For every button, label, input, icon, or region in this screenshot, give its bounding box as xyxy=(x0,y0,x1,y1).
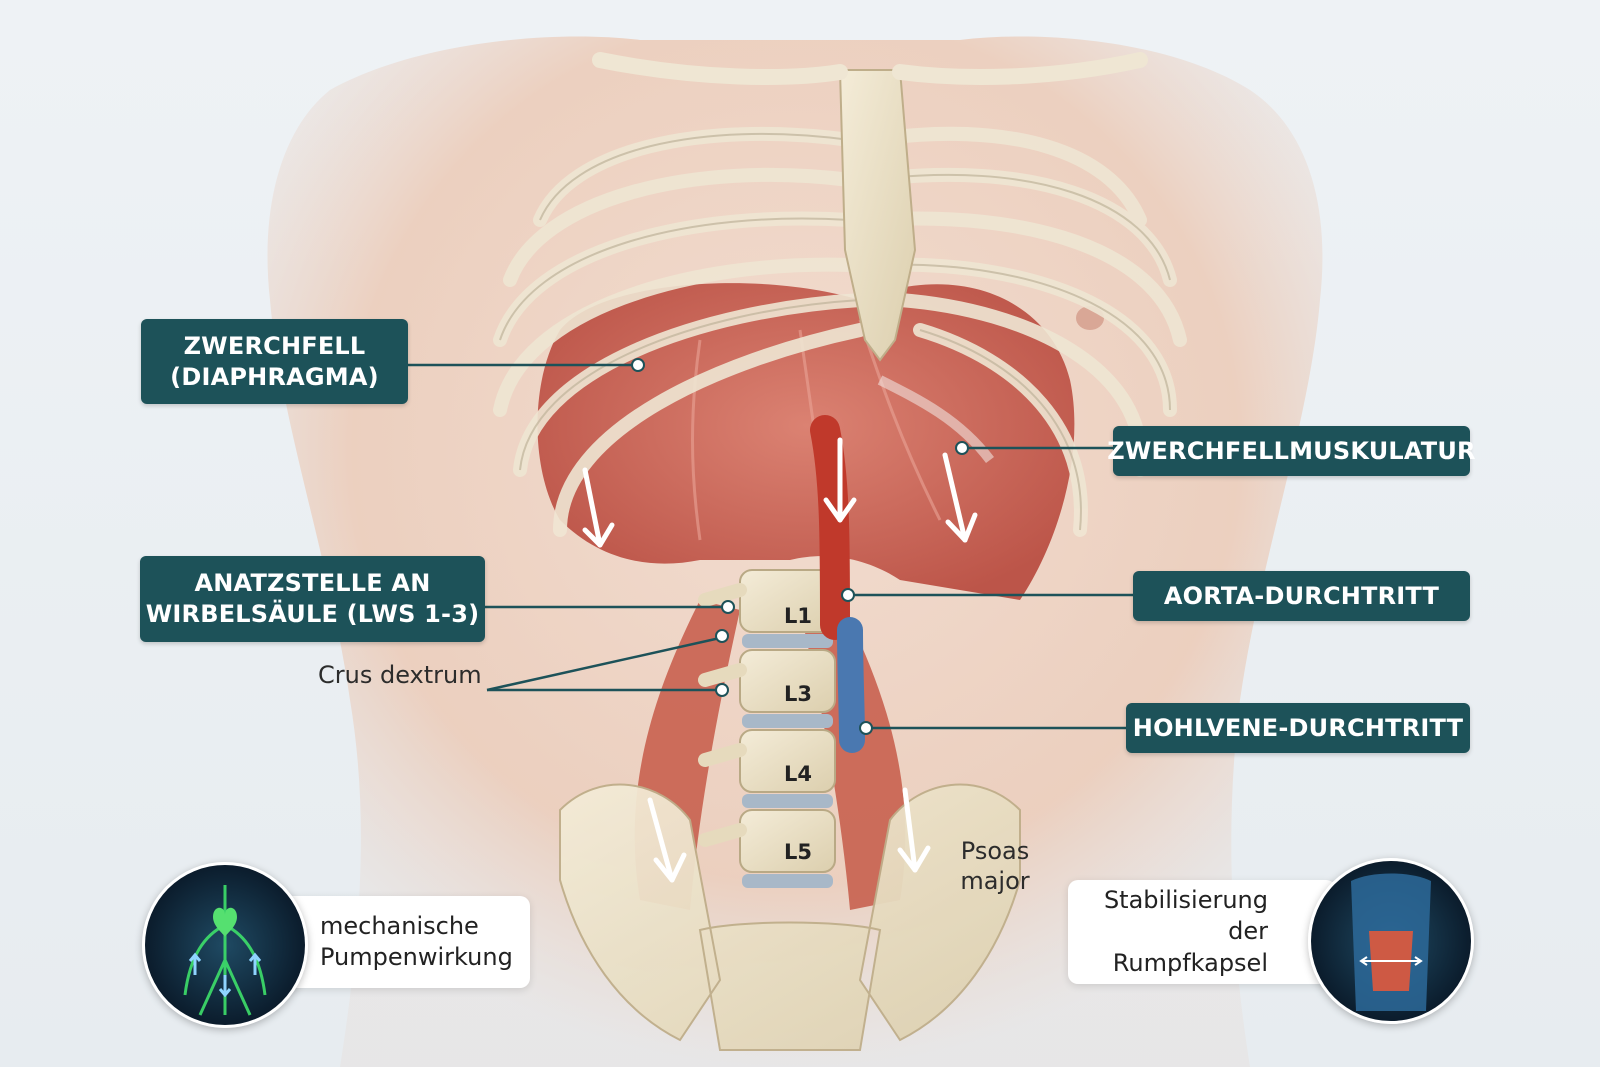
label-zwerchfell: ZWERCHFELL (DIAPHRAGMA) xyxy=(141,319,408,404)
label-anatzstelle-line1: ANATZSTELLE AN xyxy=(194,569,431,598)
annotation-psoas-major: Psoas major xyxy=(955,836,1035,896)
vertebra-label-l5: L5 xyxy=(784,840,812,864)
label-aorta-durchtritt-text: AORTA-DURCHTRITT xyxy=(1163,581,1440,610)
card-left-line2: Pumpenwirkung xyxy=(320,943,513,971)
label-zwerchfell-line1: ZWERCHFELL xyxy=(183,331,366,360)
aorta-vessel xyxy=(810,415,850,640)
clavicle-bones xyxy=(592,52,1148,85)
movement-arrows xyxy=(582,437,978,883)
label-zwerchfellmuskulatur-text: ZWERCHFELLMUSKULATUR xyxy=(1107,436,1476,465)
vertebra-label-l4: L4 xyxy=(784,762,812,786)
pelvis-bone xyxy=(559,783,1021,1051)
label-hohlvene-durchtritt: HOHLVENE-DURCHTRITT xyxy=(1126,703,1470,753)
leader-lines xyxy=(408,363,1133,730)
sternum-bone xyxy=(838,69,917,362)
card-right-line1: Stabilisierung der xyxy=(1103,886,1268,946)
annotation-psoas-line2: major xyxy=(960,867,1030,895)
annotation-psoas-line1: Psoas xyxy=(960,837,1030,865)
label-aorta-durchtritt: AORTA-DURCHTRITT xyxy=(1133,571,1470,621)
label-hohlvene-durchtritt-text: HOHLVENE-DURCHTRITT xyxy=(1132,713,1464,742)
vertebra-label-l3: L3 xyxy=(784,682,812,706)
diaphragm-muscle xyxy=(537,283,1075,600)
core-torso-icon xyxy=(1308,858,1474,1024)
label-zwerchfellmuskulatur: ZWERCHFELLMUSKULATUR xyxy=(1107,426,1476,476)
lumbar-spine xyxy=(698,569,836,888)
label-anatzstelle-line2: WIRBELSÄULE (LWS 1-3) xyxy=(145,600,480,628)
card-stabilisierung-rumpfkapsel: Stabilisierung der Rumpfkapsel xyxy=(1068,880,1336,984)
vena-cava-vessel xyxy=(837,617,865,753)
card-right-line2: Rumpfkapsel xyxy=(1112,948,1268,977)
card-left-line1: mechanische xyxy=(320,911,479,940)
vertebra-label-l1: L1 xyxy=(784,604,812,628)
circulation-icon xyxy=(142,862,308,1028)
label-anatzstelle: ANATZSTELLE AN WIRBELSÄULE (LWS 1-3) xyxy=(140,556,485,642)
leader-dots xyxy=(631,358,969,735)
annotation-crus-dextrum: Crus dextrum xyxy=(318,661,482,689)
label-zwerchfell-line2: (DIAPHRAGMA) xyxy=(170,362,379,391)
